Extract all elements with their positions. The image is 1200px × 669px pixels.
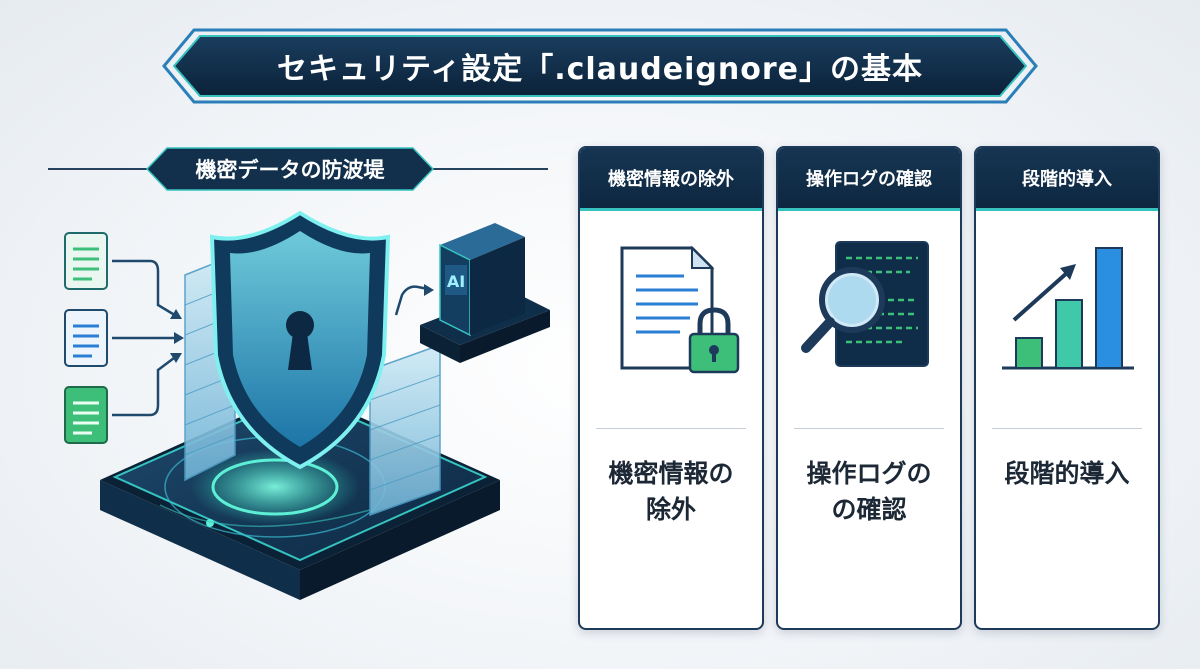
firewall-illustration: AI xyxy=(64,210,550,600)
card-header: 操作ログの確認 xyxy=(778,148,960,211)
document-icon xyxy=(64,232,108,290)
document-icon xyxy=(64,309,108,367)
document-lock-icon xyxy=(620,245,740,374)
card-header: 段階的導入 xyxy=(976,148,1158,211)
platform-base xyxy=(100,390,500,600)
page-title: セキュリティ設定「.claudeignore」の基本 xyxy=(277,52,923,87)
title-banner: セキュリティ設定「.claudeignore」の基本 xyxy=(160,26,1040,106)
section-title: 機密データの防波堤 xyxy=(195,158,385,182)
ai-server-icon xyxy=(420,223,550,363)
card-body: 機密情報の 除外 xyxy=(608,459,734,524)
section-rule-right xyxy=(425,168,548,170)
flow-arrow xyxy=(112,259,429,417)
card-check-logs: 操作ログの確認 操作ログの の確認 xyxy=(776,146,962,630)
title-banner-frame xyxy=(162,28,1038,104)
card-exclude-secrets: 機密情報の除外 機密情報の 除外 xyxy=(578,146,764,630)
shield-lock-icon xyxy=(209,210,391,470)
card-gradual-adoption: 段階的導入 段階的導入 xyxy=(974,146,1160,630)
section-label: 機密データの防波堤 xyxy=(145,146,435,192)
magnifier-log-icon xyxy=(801,241,929,367)
card-body: 段階的導入 xyxy=(1004,459,1130,488)
brick-wall xyxy=(184,253,441,517)
card-header: 機密情報の除外 xyxy=(580,148,762,211)
document-icon xyxy=(64,386,108,444)
section-rule-left xyxy=(48,168,158,170)
growth-chart-icon xyxy=(1002,247,1134,370)
card-body: 操作ログの の確認 xyxy=(806,459,932,524)
ai-label: AI xyxy=(447,272,465,291)
